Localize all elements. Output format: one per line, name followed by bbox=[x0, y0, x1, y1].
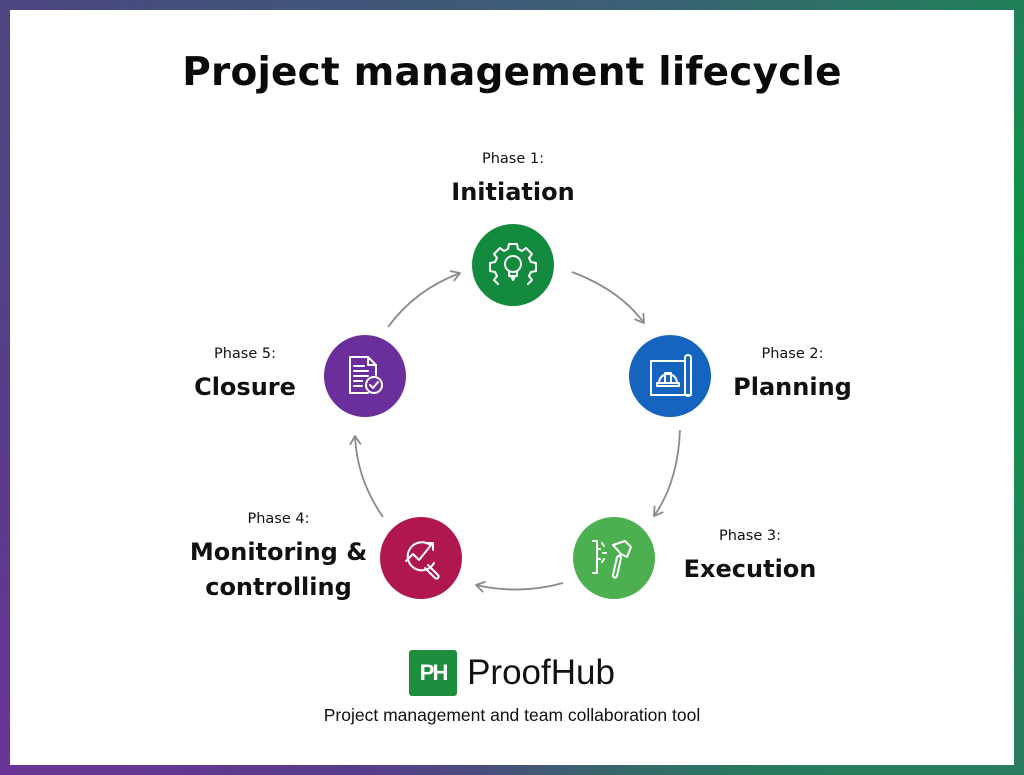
phase-5-circle bbox=[324, 335, 406, 417]
phase-2-label: Phase 2: Planning bbox=[720, 346, 865, 405]
page-title: Project management lifecycle bbox=[182, 50, 842, 95]
hammer-icon bbox=[592, 540, 632, 579]
phase-3-label: Phase 3: Execution bbox=[680, 528, 820, 587]
phase-1-number: Phase 1: bbox=[481, 151, 544, 167]
phase-3-name: Execution bbox=[683, 555, 817, 583]
content-panel bbox=[10, 10, 1014, 765]
phase-2-number: Phase 2: bbox=[761, 346, 824, 362]
brand-name: ProofHub bbox=[467, 653, 615, 692]
phase-4-name-line1: Monitoring & bbox=[189, 538, 368, 566]
phase-4-label: Phase 4: Monitoring & controlling bbox=[186, 511, 371, 605]
phase-3-circle bbox=[573, 517, 655, 599]
phase-4-number: Phase 4: bbox=[247, 511, 310, 527]
gear-lightbulb-icon bbox=[489, 243, 537, 285]
phase-4-name-line2: controlling bbox=[205, 573, 352, 601]
phase-1-name: Initiation bbox=[451, 178, 575, 206]
phase-5-name: Closure bbox=[194, 373, 296, 401]
brand-tagline: Project management and team collaboratio… bbox=[323, 705, 701, 725]
chart-magnifier-icon bbox=[405, 541, 440, 580]
phase-2-name: Planning bbox=[733, 373, 852, 401]
blueprint-hardhat-icon bbox=[650, 354, 692, 397]
phase-1-label: Phase 1: Initiation bbox=[413, 151, 613, 210]
arrow-execution-to-monitoring bbox=[475, 580, 564, 593]
phase-2-circle bbox=[629, 335, 711, 417]
phase-5-number: Phase 5: bbox=[213, 346, 276, 362]
arrow-initiation-to-planning bbox=[571, 271, 645, 324]
arrow-planning-to-execution bbox=[653, 429, 681, 517]
document-check-icon bbox=[349, 356, 383, 394]
arrow-monitoring-to-closure bbox=[349, 435, 384, 518]
proofhub-logo-icon: PH bbox=[409, 650, 458, 696]
phase-4-circle bbox=[380, 517, 462, 599]
arrow-closure-to-initiation bbox=[387, 270, 461, 328]
phase-5-label: Phase 5: Closure bbox=[185, 346, 305, 405]
phase-3-number: Phase 3: bbox=[718, 528, 781, 544]
brand: PH ProofHub bbox=[0, 650, 1024, 696]
phase-1-circle bbox=[472, 224, 554, 306]
